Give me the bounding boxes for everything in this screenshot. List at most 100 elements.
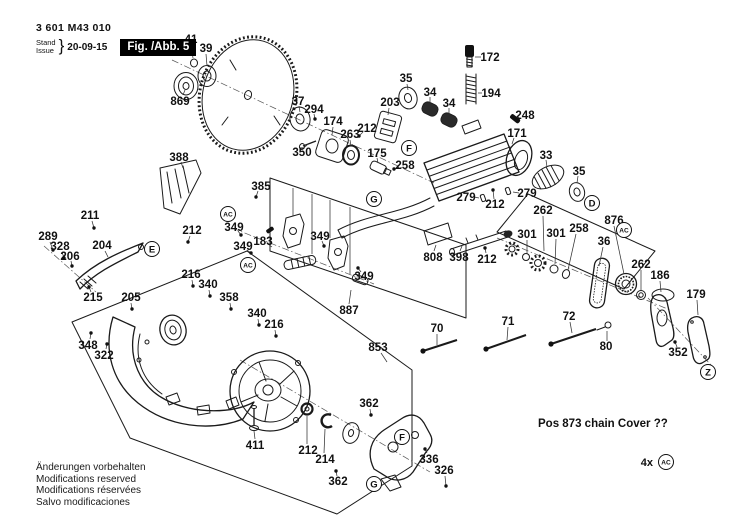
small-screw bbox=[356, 266, 360, 270]
ref-letter: AC bbox=[661, 459, 671, 466]
ref-circle-E bbox=[144, 241, 160, 257]
part-labels: 4139869388372943501742632122033534341721… bbox=[38, 34, 705, 488]
part-label: 211 bbox=[81, 210, 100, 222]
part-label: 248 bbox=[515, 110, 535, 122]
disclaimer: Änderungen vorbehalten Modifications res… bbox=[36, 462, 146, 508]
disclaimer-line: Änderungen vorbehalten bbox=[36, 462, 146, 473]
part-label: 212 bbox=[298, 445, 317, 457]
leader-line bbox=[182, 89, 186, 96]
small-screw bbox=[239, 233, 243, 237]
part-label: 34 bbox=[443, 98, 456, 110]
part-label: 301 bbox=[517, 229, 537, 241]
part-label: 206 bbox=[60, 251, 79, 263]
small-screw bbox=[105, 342, 109, 346]
c-ring-214 bbox=[320, 413, 333, 429]
rod-398 bbox=[423, 222, 513, 256]
part-label: 80 bbox=[600, 341, 613, 353]
swing-arm bbox=[337, 197, 431, 231]
part-label: 262 bbox=[533, 205, 552, 217]
part-label: 258 bbox=[569, 223, 589, 235]
ref-circle-AC bbox=[220, 206, 236, 222]
part-label: 398 bbox=[449, 252, 469, 264]
ref-circle-AC bbox=[616, 222, 632, 238]
part-label: 212 bbox=[357, 123, 376, 135]
part-label: 279 bbox=[456, 192, 475, 204]
small-screw bbox=[491, 188, 495, 192]
leader-line bbox=[205, 53, 208, 67]
part-label: 172 bbox=[480, 52, 499, 64]
leader-line bbox=[512, 191, 520, 194]
part-label: 179 bbox=[686, 289, 705, 301]
pin-248 bbox=[510, 114, 521, 124]
leader-line bbox=[473, 196, 480, 199]
small-screw bbox=[70, 264, 74, 268]
part-label: 348 bbox=[78, 340, 98, 352]
latch-bracket-b bbox=[327, 235, 349, 271]
leader-line bbox=[567, 233, 577, 271]
small-screw bbox=[229, 307, 233, 311]
part-label: 35 bbox=[573, 166, 586, 178]
leader-line bbox=[387, 107, 390, 116]
guard-388 bbox=[159, 159, 202, 215]
leader-line bbox=[331, 126, 334, 136]
part-label: 214 bbox=[315, 454, 335, 466]
motor-end-bell bbox=[505, 139, 533, 177]
panel-outlines bbox=[71, 177, 656, 515]
pivot-hub bbox=[159, 314, 187, 346]
latch-panel bbox=[269, 177, 467, 319]
plate-808 bbox=[423, 222, 453, 246]
gear-small bbox=[504, 241, 520, 257]
bearing-263 bbox=[342, 144, 360, 166]
part-label: 212 bbox=[485, 199, 504, 211]
plate-203 bbox=[373, 110, 403, 144]
leader-line bbox=[598, 246, 604, 267]
disclaimer-line: Modifications réservées bbox=[36, 485, 142, 496]
small-screw bbox=[254, 195, 258, 199]
small-screw bbox=[322, 244, 326, 248]
motor-assembly bbox=[337, 114, 533, 239]
roller-34a bbox=[421, 101, 439, 117]
bolt-350 bbox=[302, 140, 317, 147]
ref-letter: AC bbox=[243, 262, 253, 269]
flange-37 bbox=[289, 106, 311, 132]
leader-line bbox=[298, 105, 301, 113]
roller-34b bbox=[440, 112, 458, 128]
leader-line bbox=[376, 157, 379, 164]
small-screw bbox=[392, 167, 396, 171]
spring-194 bbox=[465, 73, 477, 105]
small-screw bbox=[257, 323, 261, 327]
small-screw bbox=[186, 240, 190, 244]
washer-35b bbox=[568, 182, 586, 202]
part-label: 279 bbox=[517, 188, 536, 200]
axis-lines bbox=[43, 59, 713, 473]
leader-line bbox=[506, 326, 509, 341]
part-label: 186 bbox=[650, 270, 669, 282]
part-label: 349 bbox=[224, 222, 243, 234]
bracket-186 bbox=[650, 288, 675, 347]
part-label: 72 bbox=[563, 311, 576, 323]
latch-parts bbox=[266, 188, 369, 286]
gear-cluster bbox=[529, 254, 547, 272]
disclaimer-line: Modifications reserved bbox=[36, 473, 137, 485]
pulley-869 bbox=[173, 72, 199, 100]
screw-172 bbox=[465, 45, 474, 68]
small-screw bbox=[274, 334, 278, 338]
part-label: 34 bbox=[424, 87, 437, 99]
spring-33 bbox=[531, 164, 565, 190]
leader-line bbox=[511, 137, 515, 145]
blade-flange-parts bbox=[173, 58, 317, 150]
leader-line bbox=[659, 280, 662, 293]
part-label: 340 bbox=[247, 308, 266, 320]
washer-35 bbox=[398, 86, 418, 110]
leader-line bbox=[406, 83, 409, 91]
leader-line bbox=[515, 116, 520, 120]
part-label: 349 bbox=[233, 241, 252, 253]
ref-circle-D bbox=[584, 195, 600, 211]
part-label: 212 bbox=[182, 225, 201, 237]
ref-letter: AC bbox=[619, 227, 629, 234]
pin-279b bbox=[504, 186, 512, 196]
ref-letter: F bbox=[406, 144, 412, 155]
part-label: 70 bbox=[431, 323, 444, 335]
